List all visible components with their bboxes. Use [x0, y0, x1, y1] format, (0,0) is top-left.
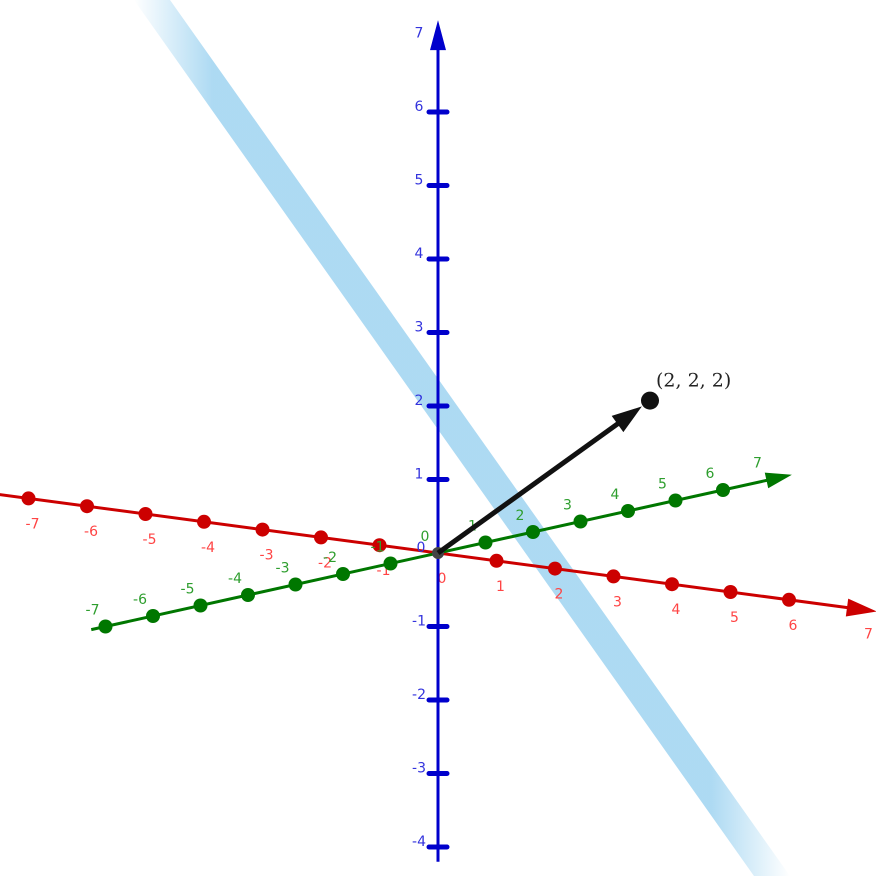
z-tick-label: -3 [412, 761, 426, 777]
y-tick-mark[interactable] [193, 598, 208, 613]
y-tick-label: 2 [516, 508, 525, 524]
y-axis[interactable]: -7 -6 -5 -4 -3 -2 -1 0 1 2 3 4 5 6 7 [86, 456, 792, 634]
y-tick-label: -5 [181, 582, 195, 598]
vector-arrowhead-icon[interactable] [611, 406, 642, 433]
z-tick-label: -4 [412, 834, 426, 850]
z-axis[interactable]: -4 -3 -2 -1 1 2 3 4 5 6 7 0 [412, 20, 450, 862]
z-tick-label: 4 [415, 246, 424, 262]
x-tick-mark[interactable] [665, 577, 679, 592]
x-tick-mark[interactable] [197, 514, 211, 529]
z-tick-label: 7 [415, 26, 424, 42]
x-tick-label: 3 [613, 594, 622, 610]
y-tick-label: -1 [371, 540, 385, 556]
point-label: (2, 2, 2) [656, 370, 731, 392]
x-tick-mark[interactable] [489, 553, 504, 568]
x-tick-label: 2 [555, 587, 564, 603]
y-axis-arrow-icon[interactable] [764, 472, 792, 489]
y-tick-label: -3 [276, 561, 290, 577]
vector-head-point[interactable] [641, 391, 659, 410]
y-tick-mark[interactable] [526, 525, 540, 539]
x-tick-label: 1 [496, 579, 505, 595]
y-tick-label: -6 [133, 592, 147, 608]
x-tick-label: 4 [672, 602, 681, 618]
z-tick-label: 6 [415, 99, 424, 115]
y-tick-label: -2 [323, 550, 337, 566]
y-tick-label: 7 [753, 456, 762, 472]
plane-band[interactable] [134, 0, 790, 876]
x-tick-mark[interactable] [80, 499, 94, 514]
x-tick-label: -6 [84, 524, 98, 540]
x-tick-label: 0 [438, 571, 447, 587]
z-tick-label: 2 [415, 393, 424, 409]
vector-shaft[interactable] [436, 417, 626, 556]
y-tick-label: 0 [421, 529, 430, 545]
z-tick-label: 3 [415, 320, 424, 336]
x-tick-mark[interactable] [372, 538, 387, 553]
y-tick-mark[interactable] [478, 535, 493, 550]
y-axis-line[interactable] [90, 478, 771, 632]
z-tick-label: -1 [412, 614, 426, 630]
y-tick-mark[interactable] [241, 588, 255, 602]
z-tick-label: 1 [415, 467, 424, 483]
y-tick-label: -4 [228, 571, 242, 587]
y-tick-mark[interactable] [716, 483, 730, 497]
y-tick-label: -7 [86, 603, 100, 619]
x-tick-mark[interactable] [21, 491, 36, 506]
vector-2-2-2[interactable]: (2, 2, 2) [436, 370, 731, 556]
x-tick-mark[interactable] [138, 507, 153, 521]
y-tick-label: 3 [563, 498, 572, 514]
x-tick-label: -5 [143, 532, 157, 548]
y-tick-mark[interactable] [621, 504, 635, 518]
y-tick-label: 6 [706, 466, 715, 482]
x-tick-mark[interactable] [548, 561, 562, 576]
x-axis-arrow-icon[interactable] [845, 598, 876, 617]
x-tick-mark[interactable] [782, 592, 796, 607]
x-tick-label: -4 [201, 540, 215, 556]
x-tick-label: -2 [318, 555, 332, 571]
x-tick-mark[interactable] [723, 585, 738, 599]
x-tick-label: 6 [789, 618, 798, 634]
y-tick-label: 4 [611, 487, 620, 503]
x-tick-mark[interactable] [255, 522, 270, 537]
y-tick-mark[interactable] [288, 577, 303, 592]
x-tick-label: -7 [26, 516, 40, 532]
x-tick-label: 5 [730, 610, 739, 626]
x-tick-label: 7 [864, 627, 873, 643]
y-tick-mark[interactable] [98, 619, 113, 634]
origin-label: 0 [417, 540, 426, 556]
plane-surface[interactable] [134, 0, 790, 876]
x-tick-mark[interactable] [606, 569, 621, 584]
y-tick-mark[interactable] [146, 609, 160, 623]
z-tick-label: 5 [415, 173, 424, 189]
z-axis-arrow-icon[interactable] [430, 20, 446, 51]
y-tick-mark[interactable] [573, 514, 588, 529]
y-tick-label: 5 [658, 477, 667, 493]
y-tick-mark[interactable] [668, 493, 683, 508]
y-tick-mark[interactable] [336, 567, 350, 581]
x-tick-label: -3 [260, 548, 274, 564]
z-tick-label: -2 [412, 687, 426, 703]
y-tick-mark[interactable] [383, 556, 398, 571]
x-tick-mark[interactable] [314, 530, 328, 545]
